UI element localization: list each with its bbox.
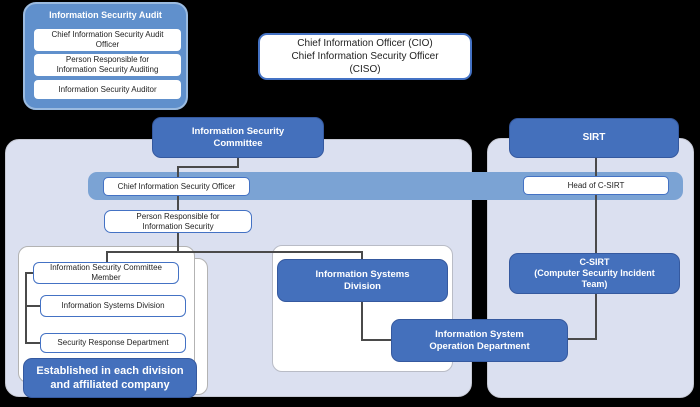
csirt-box: C-SIRT (Computer Security Incident Team): [509, 253, 680, 294]
sirt-box: SIRT: [509, 118, 679, 158]
person-responsible-box: Person Responsible for Information Secur…: [104, 210, 252, 233]
audit-officer-box: Chief Information Security Audit Officer: [34, 29, 181, 51]
cio-ciso-box: Chief Information Officer (CIO) Chief In…: [258, 33, 472, 80]
security-response-department-box: Security Response Department: [40, 333, 186, 353]
audit-auditor-box: Information Security Auditor: [34, 80, 181, 99]
committee-member-box: Information Security Committee Member: [33, 262, 179, 284]
head-of-csirt-box: Head of C-SIRT: [523, 176, 669, 195]
information-security-committee-box: Information Security Committee: [152, 117, 324, 158]
audit-panel: Information Security Audit Chief Informa…: [23, 2, 188, 110]
information-systems-division-member-box: Information Systems Division: [40, 295, 186, 317]
audit-panel-title: Information Security Audit: [49, 10, 162, 20]
information-system-operation-department-box: Information System Operation Department: [391, 319, 568, 362]
audit-person-responsible-box: Person Responsible for Information Secur…: [34, 54, 181, 76]
chief-information-security-officer-box: Chief Information Security Officer: [103, 177, 250, 196]
established-note-box: Established in each division and affilia…: [23, 358, 197, 398]
information-systems-division-box: Information Systems Division: [277, 259, 448, 302]
